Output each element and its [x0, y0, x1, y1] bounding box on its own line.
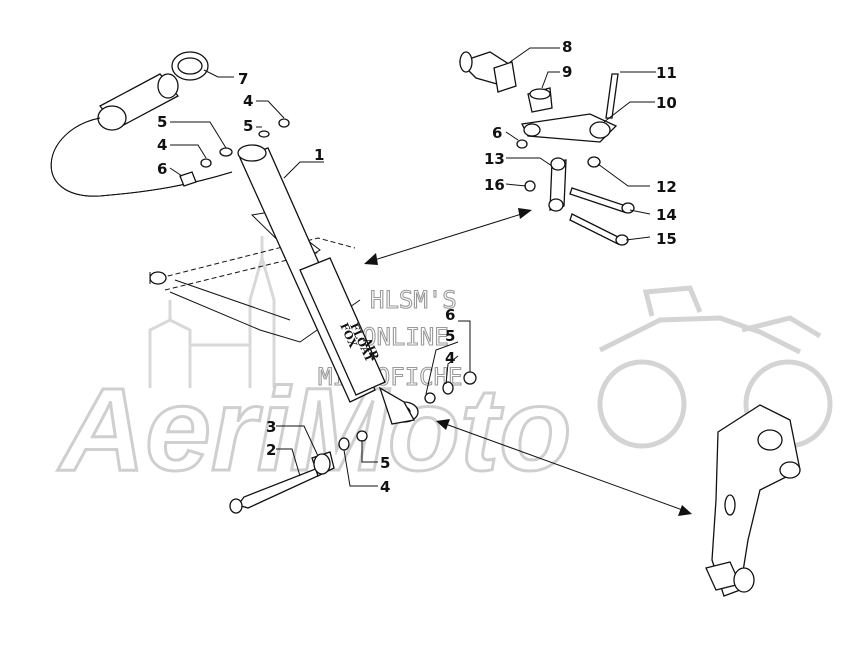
callout-4-lower-right: 4 [445, 349, 455, 367]
shock-absorber: FOX FLOAT AIR [237, 144, 419, 425]
callout-5-upper-right: 5 [243, 117, 253, 135]
watermark-line-2: ONLINE [362, 323, 449, 351]
leader-lines [169, 47, 656, 487]
callout-11: 11 [656, 64, 677, 82]
watermark: AeriMoto HLSM'S ONLINE MICROFICHE [56, 236, 833, 498]
motorcycle-silhouette [597, 285, 833, 449]
linkage-assembly [458, 51, 635, 246]
callout-12: 12 [656, 178, 677, 196]
callout-2: 2 [266, 441, 276, 459]
callout-10: 10 [656, 94, 677, 112]
callout-6-linkage: 6 [492, 124, 502, 142]
callout-5-lower-right: 5 [445, 327, 455, 345]
callout-4-upper-right: 4 [243, 92, 253, 110]
callout-3: 3 [266, 418, 276, 436]
watermark-line-1: HLSM'S [370, 286, 457, 314]
callout-4-upper-left: 4 [157, 136, 167, 154]
callout-labels: 1 2 3 4 4 4 4 5 5 5 5 6 6 6 7 8 9 10 11 … [157, 38, 677, 496]
callout-15: 15 [656, 230, 677, 248]
callout-6-lower-right: 6 [445, 306, 455, 324]
callout-7: 7 [238, 70, 248, 88]
callout-4-lower: 4 [380, 478, 390, 496]
reference-arrows [364, 208, 692, 516]
callout-16: 16 [484, 176, 505, 194]
church-silhouette [148, 236, 276, 388]
callout-8: 8 [562, 38, 572, 56]
callout-14: 14 [656, 206, 677, 224]
lower-hardware [229, 371, 477, 514]
reservoir-assembly [50, 51, 233, 197]
callout-5-upper-left: 5 [157, 113, 167, 131]
callout-13: 13 [484, 150, 505, 168]
callout-5-lower: 5 [380, 454, 390, 472]
callout-9: 9 [562, 63, 572, 81]
frame-bracket [705, 404, 801, 597]
upper-hardware [179, 118, 290, 187]
callout-6-upper-left: 6 [157, 160, 167, 178]
callout-1: 1 [314, 146, 324, 164]
